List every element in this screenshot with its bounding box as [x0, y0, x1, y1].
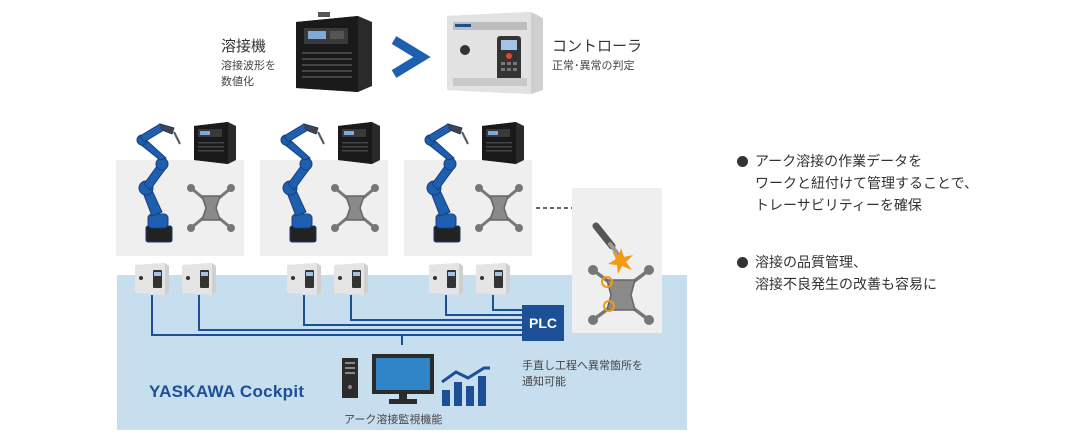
robot-arm-icon — [136, 123, 181, 243]
controller-cabinet-icon — [476, 263, 510, 295]
cockpit-label: YASKAWA Cockpit — [149, 382, 305, 401]
monitor-icon — [372, 354, 434, 404]
plc-label: PLC — [529, 315, 557, 331]
pc-tower-icon — [342, 358, 358, 398]
welder-machine-icon — [482, 122, 524, 164]
notify-text-line1: 手直し工程へ異常箇所を — [522, 359, 643, 372]
welder-machine-icon — [296, 12, 372, 92]
robot-cell-1 — [116, 160, 244, 256]
bullet-1-line1: アーク溶接の作業データを — [755, 154, 923, 170]
bullet-1-line3: トレーサビリティーを確保 — [755, 198, 922, 214]
controller-cabinet-icon — [135, 263, 169, 295]
controller-desc: 正常･異常の判定 — [552, 59, 635, 72]
plc-box: PLC — [522, 305, 564, 341]
controller-cabinet-icon — [287, 263, 321, 295]
bullet-dot-icon — [737, 156, 748, 167]
workpiece-icon — [331, 184, 379, 232]
notify-text-line2: 通知可能 — [522, 375, 566, 388]
robot-arm-icon — [424, 123, 469, 243]
bullet-2-line2: 溶接不良発生の改善も容易に — [755, 277, 937, 293]
workpiece-icon — [475, 184, 523, 232]
bullet-2-line1: 溶接の品質管理、 — [755, 255, 867, 271]
workpiece-icon — [187, 184, 235, 232]
chart-analytics-icon — [441, 366, 490, 406]
workpiece-icon — [588, 265, 654, 325]
welder-title: 溶接機 — [221, 37, 267, 55]
spark-icon — [608, 248, 633, 274]
bullet-item-1: アーク溶接の作業データを ワークと紐付けて管理することで、 トレーサビリティーを… — [737, 151, 978, 217]
robot-arm-icon — [280, 123, 325, 243]
welder-desc-line2: 数値化 — [221, 75, 254, 88]
arrow-right-icon — [391, 36, 431, 78]
welding-torch-icon — [592, 222, 620, 256]
controller-cabinet-icon — [447, 12, 543, 94]
bullet-item-2: 溶接の品質管理、 溶接不良発生の改善も容易に — [737, 252, 937, 296]
controller-cabinet-icon — [334, 263, 368, 295]
robot-cell-3 — [404, 160, 532, 256]
bullet-dot-icon — [737, 257, 748, 268]
monitor-caption: アーク溶接監視機能 — [344, 413, 443, 426]
network-lines — [151, 295, 522, 345]
welder-machine-icon — [338, 122, 380, 164]
controller-title: コントローラ — [552, 37, 643, 55]
robot-cell-2 — [260, 160, 388, 256]
bullet-1-line2: ワークと紐付けて管理することで、 — [755, 176, 979, 192]
controller-cabinet-icon — [182, 263, 216, 295]
controller-cabinet-icon — [429, 263, 463, 295]
welder-machine-icon — [194, 122, 236, 164]
welder-desc-line1: 溶接波形を — [221, 59, 276, 72]
connection-dashed-line — [536, 207, 572, 209]
